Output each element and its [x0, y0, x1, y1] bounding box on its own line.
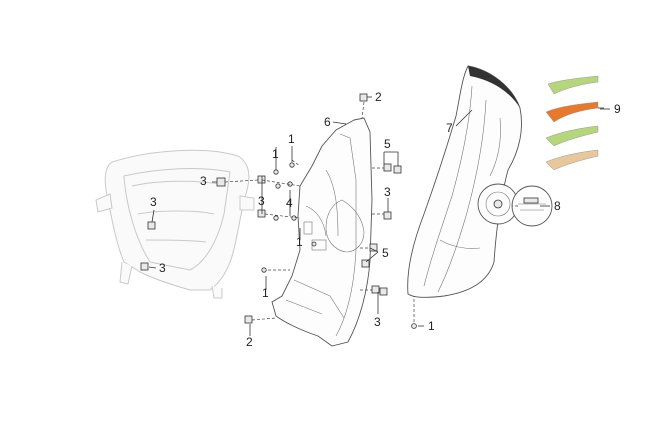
callout-1-bottom: 1	[428, 319, 435, 333]
callout-9: 9	[614, 102, 621, 116]
nut-headlight-low	[140, 262, 149, 271]
callout-1-lower: 1	[262, 286, 269, 300]
callout-1-mid: 1	[296, 235, 303, 249]
nut-headlight-top	[216, 177, 226, 187]
callout-3-right-top: 3	[384, 185, 391, 199]
inner-panel	[271, 117, 373, 347]
callout-2-top: 2	[375, 90, 382, 104]
callout-6: 6	[324, 115, 331, 129]
emblem-cap	[511, 185, 553, 227]
callout-2-bottom: 2	[246, 335, 253, 349]
callout-3-right-bottom: 3	[374, 315, 381, 329]
callout-3-left-panel: 3	[258, 194, 265, 208]
clip-top	[359, 93, 368, 102]
decal-stripe-4	[545, 149, 599, 171]
callout-3-headlight-mid: 3	[150, 195, 157, 209]
assembly-lines	[224, 101, 518, 322]
decal-stripe-3	[545, 125, 599, 147]
callout-labels: 2 6 1 1 3 3 3 3 4 1 1 2 5 3 5 3 1 7 8 9	[150, 90, 621, 349]
callout-7: 7	[446, 121, 453, 135]
callout-5-top: 5	[384, 137, 391, 151]
side-cover	[407, 65, 522, 298]
callout-1-top-right: 1	[288, 132, 295, 146]
callout-1-top-left: 1	[272, 147, 279, 161]
callout-4: 4	[286, 196, 293, 210]
decal-stripe-1	[547, 75, 599, 95]
nut-headlight-mid	[147, 221, 156, 230]
decal-stripe-2	[545, 101, 599, 123]
leader-lines	[148, 96, 610, 336]
callout-3-headlight-top: 3	[200, 174, 207, 188]
decal-set	[545, 75, 604, 171]
callout-5-mid: 5	[382, 246, 389, 260]
headlight-assembly-ghost	[95, 149, 255, 299]
callout-8: 8	[554, 199, 561, 213]
callout-3-headlight-low: 3	[159, 261, 166, 275]
